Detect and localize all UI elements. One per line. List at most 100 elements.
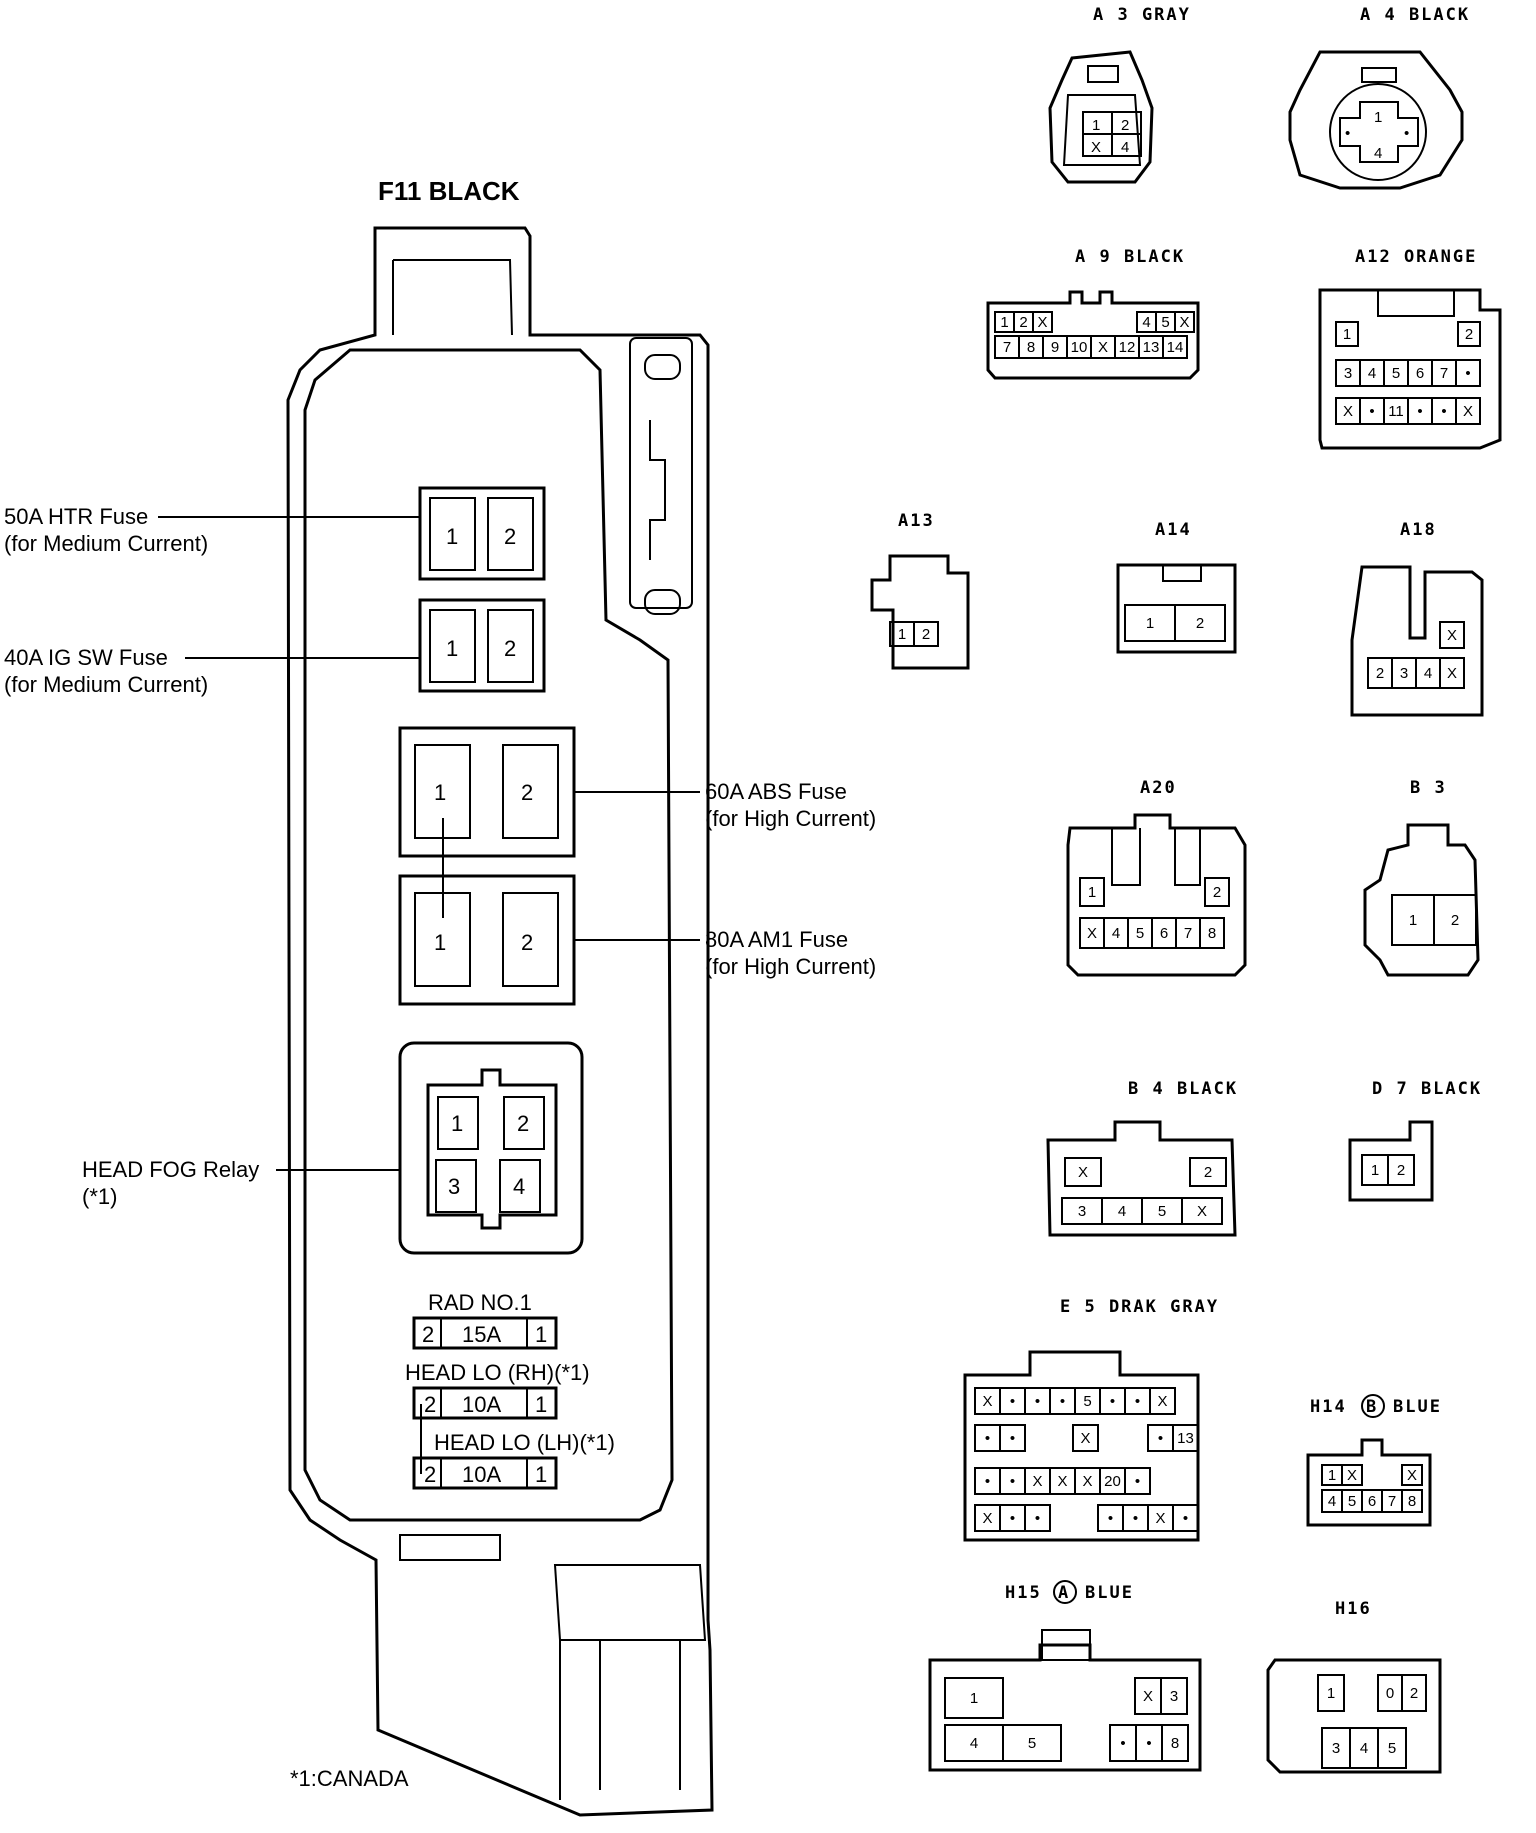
h14-label-prefix: H14 <box>1310 1397 1347 1417</box>
h14-shell <box>1306 1438 1432 1527</box>
e5-row2a-pin-0: • <box>985 1430 990 1447</box>
e5-row4b-pin-3: • <box>1183 1510 1188 1527</box>
e5-row3-pin-0: • <box>985 1473 990 1490</box>
mini-fuse-rh-body <box>412 1386 558 1420</box>
a12-row1-pin-2: 5 <box>1392 365 1400 382</box>
a12-row1-pin-4: 7 <box>1440 365 1448 382</box>
e5-row1-pin-4: 5 <box>1083 1393 1091 1410</box>
relay-pin1: 1 <box>451 1111 463 1136</box>
a20-row-pin-2: 5 <box>1136 925 1144 942</box>
a3-label: A 3 GRAY <box>1093 5 1191 25</box>
h16-row-pin-1: 4 <box>1360 1740 1368 1757</box>
h14-row2-pin-4: 8 <box>1408 1493 1416 1510</box>
h14-row2-pin-3: 7 <box>1388 1493 1396 1510</box>
b3-cell-1 <box>1433 894 1477 946</box>
h15-l2-cell-1 <box>1002 1724 1062 1762</box>
d7-pin-0: 1 <box>1371 1162 1379 1179</box>
h15-r2-cell-2 <box>1161 1724 1189 1762</box>
connector-a3: A 3 GRAY 1 2 X 4 <box>1048 5 1191 184</box>
e5-row3-pin-4: X <box>1082 1473 1092 1490</box>
e5-row3-pin-2: X <box>1032 1473 1042 1490</box>
a3-pin-2: X <box>1091 139 1101 156</box>
e5-row4a-pin-1: • <box>1010 1510 1015 1527</box>
h15-l1-cell-0 <box>944 1677 1004 1719</box>
e5-row1-pin-0: X <box>982 1393 992 1410</box>
h16-top-l-cell-0 <box>1317 1674 1345 1712</box>
a18-top-cell-0 <box>1439 621 1465 649</box>
h15-latch <box>1041 1629 1091 1661</box>
b4-top-l-cell-0 <box>1064 1157 1102 1187</box>
a18-label: A18 <box>1400 520 1437 540</box>
e5-row1-pin-6: • <box>1135 1393 1140 1410</box>
fuse-abs-body <box>398 726 576 858</box>
h16-top-r-cell-1 <box>1401 1674 1427 1712</box>
fuse-am1-pin2: 2 <box>521 930 533 955</box>
a12-row1-pin-0: 3 <box>1344 365 1352 382</box>
housing-top-tab <box>393 259 513 336</box>
h14-row2-pin-1: 5 <box>1348 1493 1356 1510</box>
mini-fuse-rad-body <box>412 1316 558 1350</box>
a3-face <box>1062 94 1142 166</box>
relay-terminal-3 <box>435 1159 477 1213</box>
relay-terminal-1 <box>437 1096 479 1150</box>
a9-row1-pin-0: 1 <box>1000 314 1008 331</box>
h15-r2-pin-0: • <box>1120 1735 1125 1752</box>
h16-row-pin-2: 5 <box>1388 1740 1396 1757</box>
d7-cell-1 <box>1387 1154 1415 1186</box>
d7-pin-1: 2 <box>1397 1162 1405 1179</box>
mini-fuse-lh-rating: 10A <box>462 1462 501 1487</box>
h15-label-prefix: H15 <box>1005 1583 1042 1603</box>
fuse-am1-body <box>398 874 576 1006</box>
a3-pin-1: 2 <box>1121 117 1129 134</box>
relay-pin3: 3 <box>448 1174 460 1199</box>
mini-fuse-rad-label: RAD NO.1 <box>428 1290 532 1315</box>
a4-face <box>1329 83 1427 181</box>
a9-row2-pin-5: 12 <box>1119 339 1136 356</box>
mini-fuse-lh-left: 2 <box>424 1462 436 1487</box>
a9-row2-pin-6: 13 <box>1143 339 1160 356</box>
fuse-am1: 1 2 <box>398 874 576 1006</box>
h15-l1-pin-0: 1 <box>970 1690 978 1707</box>
a12-top-r-cell-0 <box>1457 321 1481 347</box>
bottom-connector-ribs <box>559 1640 681 1800</box>
a9-row2-pin-1: 8 <box>1027 339 1035 356</box>
a9-label: A 9 BLACK <box>1075 247 1185 267</box>
a13-cell-1 <box>913 621 939 647</box>
fuse-am1-pin1: 1 <box>434 930 446 955</box>
b3-shell <box>1363 823 1480 977</box>
e5-row2a-pin-1: • <box>1010 1430 1015 1447</box>
e5-shell <box>963 1350 1200 1542</box>
h16-top-r-pin-1: 2 <box>1410 1685 1418 1702</box>
e5-row2c-pin-0: • <box>1158 1430 1163 1447</box>
e5-row1-pin-1: • <box>1010 1393 1015 1410</box>
relay-label: HEAD FOG Relay <box>82 1157 259 1182</box>
h14-row2-pin-2: 6 <box>1368 1493 1376 1510</box>
mini-fuse-rad-no1: RAD NO.1 2 15A 1 <box>412 1290 558 1350</box>
e5-row1-pin-7: X <box>1157 1393 1167 1410</box>
e5-row2a-cell-1 <box>999 1424 1026 1452</box>
a12-shell <box>1318 288 1502 450</box>
a4-pin-0: 1 <box>1374 109 1382 126</box>
b4-row-pin-3: X <box>1197 1203 1207 1220</box>
h14-row1b-cell-0 <box>1401 1464 1423 1486</box>
a4-latch <box>1361 67 1397 83</box>
relay-sublabel: (*1) <box>82 1184 117 1209</box>
a20-row-pin-3: 6 <box>1160 925 1168 942</box>
h16-top-r-pin-0: 0 <box>1386 1685 1394 1702</box>
mini-fuse-lh-body <box>412 1456 558 1490</box>
a12-top-l-pin-0: 1 <box>1343 326 1351 343</box>
fuse-box-title: F11 BLACK <box>378 176 520 206</box>
a12-row1-pin-1: 4 <box>1368 365 1376 382</box>
mini-fuse-head-lo-rh: HEAD LO (RH)(*1) 2 10A 1 <box>405 1360 590 1420</box>
